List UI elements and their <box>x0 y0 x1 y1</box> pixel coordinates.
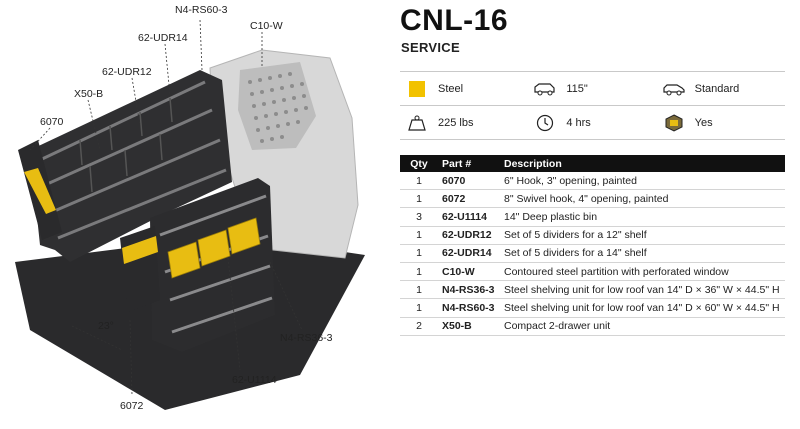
specs-grid: Steel 115" Standard 225 lbs <box>400 71 785 140</box>
plastic-bins <box>167 217 261 279</box>
row-description: Set of 5 dividers for a 12" shelf <box>500 226 785 245</box>
callout-n4-rs36-3: N4-RS36-3 <box>280 332 333 344</box>
window-perforations <box>248 72 308 143</box>
row-part: 62-UDR14 <box>438 244 500 263</box>
spec-install-time: 4 hrs <box>528 106 656 139</box>
row-qty: 1 <box>400 244 438 263</box>
row-part: C10-W <box>438 262 500 282</box>
callout-6072: 6072 <box>120 400 144 412</box>
product-subtitle: SERVICE <box>401 40 460 55</box>
row-description: Contoured steel partition with perforate… <box>500 262 785 282</box>
row-description: 14" Deep plastic bin <box>500 207 785 227</box>
row-part: 62-U1114 <box>438 207 500 227</box>
header-part: Part # <box>438 155 500 172</box>
row-description: Set of 5 dividers for a 14" shelf <box>500 244 785 263</box>
dividers-large <box>79 97 173 193</box>
header-qty: Qty <box>400 155 438 172</box>
row-part: N4-RS60-3 <box>438 298 500 318</box>
row-part: 6070 <box>438 172 500 191</box>
row-description: 6" Hook, 3" opening, painted <box>500 172 785 191</box>
parts-table-header: Qty Part # Description <box>400 155 785 172</box>
row-qty: 3 <box>400 207 438 227</box>
row-qty: 1 <box>400 280 438 300</box>
product-illustration: N4-RS60-3 C10-W 62-UDR14 62-UDR12 X50-B … <box>0 0 395 424</box>
spec-material: Steel <box>400 72 528 105</box>
spec-roof: Standard <box>657 72 785 105</box>
row-qty: 2 <box>400 317 438 336</box>
partition-icon <box>663 113 685 132</box>
material-swatch-icon <box>406 80 428 98</box>
specs-row: 225 lbs 4 hrs Yes <box>400 105 785 140</box>
product-title: CNL-16 <box>400 4 509 37</box>
spec-wheelbase-value: 115" <box>566 82 588 95</box>
callout-62-udr14: 62-UDR14 <box>138 32 188 44</box>
row-part: N4-RS36-3 <box>438 280 500 300</box>
spec-roof-value: Standard <box>694 82 740 95</box>
shelving-unit-large <box>30 70 232 262</box>
hook-yellow-left <box>24 168 56 214</box>
row-qty: 1 <box>400 262 438 282</box>
row-part: 62-UDR12 <box>438 226 500 245</box>
van-roof-icon <box>663 80 685 98</box>
clock-icon <box>534 114 556 132</box>
spec-partition: Yes <box>657 106 785 139</box>
spec-weight: 225 lbs <box>400 106 528 139</box>
shelf-edges-large <box>39 80 227 240</box>
spec-partition-value: Yes <box>694 116 713 129</box>
row-part: X50-B <box>438 317 500 336</box>
weight-icon <box>406 114 428 132</box>
row-qty: 1 <box>400 298 438 318</box>
callout-angle: 23° <box>98 320 114 332</box>
header-description: Description <box>500 155 785 172</box>
spec-wheelbase: 115" <box>528 72 656 105</box>
callout-x50-b: X50-B <box>74 88 104 100</box>
row-qty: 1 <box>400 172 438 191</box>
spec-install-time-value: 4 hrs <box>566 116 591 129</box>
row-qty: 1 <box>400 226 438 245</box>
product-info-panel: CNL-16 SERVICE Steel 115" Standard <box>398 0 800 424</box>
specs-row: Steel 115" Standard <box>400 71 785 105</box>
callout-c10-w: C10-W <box>250 20 283 32</box>
callout-62-udr12: 62-UDR12 <box>102 66 152 78</box>
callout-lines <box>29 19 303 396</box>
spec-weight-value: 225 lbs <box>438 116 474 129</box>
row-description: 8" Swivel hook, 4" opening, painted <box>500 189 785 209</box>
row-description: Steel shelving unit for low roof van 14"… <box>500 280 785 300</box>
callout-6070: 6070 <box>40 116 64 128</box>
callout-62-u1114: 62-U1114 <box>232 374 277 386</box>
van-side-icon <box>534 80 556 98</box>
perforated-window <box>238 62 316 150</box>
row-part: 6072 <box>438 189 500 209</box>
callout-n4-rs60-3: N4-RS60-3 <box>175 4 228 16</box>
van-shelving-drawing <box>15 19 365 410</box>
row-description: Steel shelving unit for low roof van 14"… <box>500 298 785 318</box>
row-qty: 1 <box>400 189 438 209</box>
spec-material-value: Steel <box>438 82 464 95</box>
row-description: Compact 2-drawer unit <box>500 317 785 336</box>
drawer-handle-yellow <box>122 236 158 264</box>
